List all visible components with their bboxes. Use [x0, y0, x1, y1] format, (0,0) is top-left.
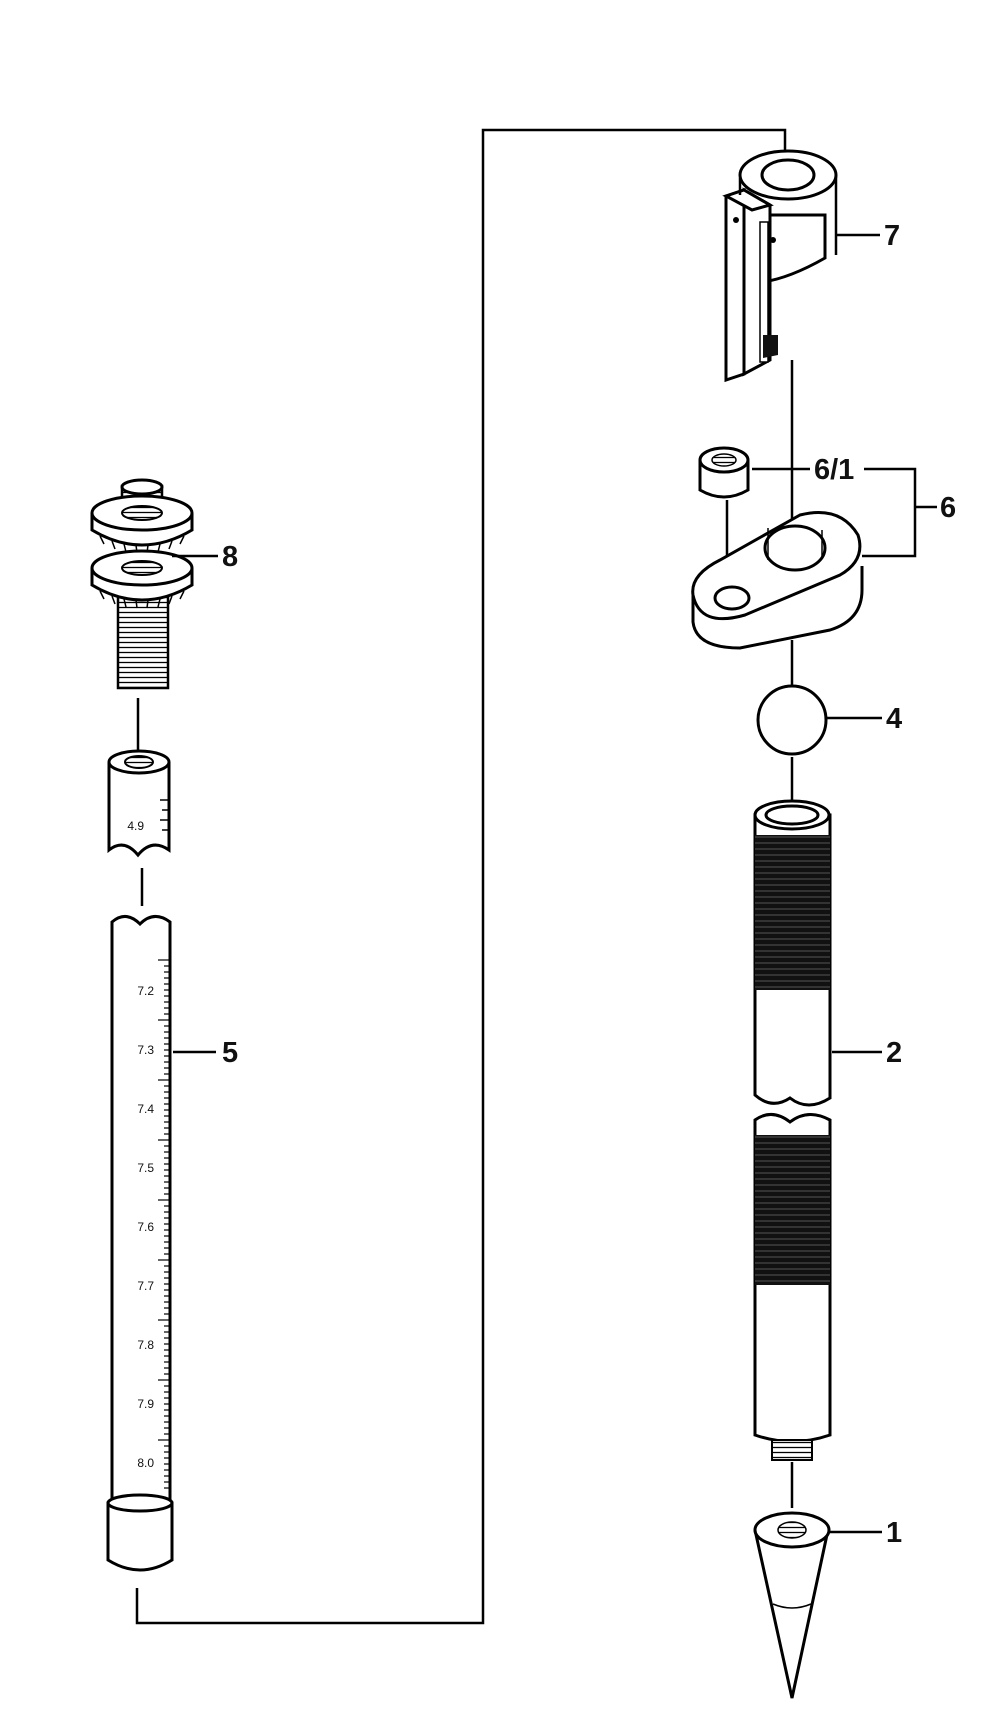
part-4-ball	[756, 684, 828, 756]
part-8-threaded-stud-with-nuts	[90, 478, 194, 690]
scale-value-7.4: 7.4	[137, 1102, 154, 1116]
callout-bracket-6	[862, 467, 917, 558]
part-2-rod	[753, 799, 832, 1461]
callout-4: 4	[886, 703, 902, 735]
scale-value-8.0: 8.0	[137, 1456, 154, 1470]
long-tube-scale: 7.2 7.3 7.4 7.5 7.6 7.7 7.8 7.9 8.0	[137, 984, 154, 1470]
scale-value-7.3: 7.3	[137, 1043, 154, 1057]
scale-value-7.9: 7.9	[137, 1397, 154, 1411]
callout-7: 7	[884, 220, 900, 252]
callout-8: 8	[222, 541, 238, 573]
callout-5: 5	[222, 1037, 238, 1069]
callout-6-1: 6/1	[814, 454, 854, 486]
callout-6: 6	[940, 492, 956, 524]
callout-1: 1	[886, 1517, 902, 1549]
scale-value-4.9: 4.9	[127, 819, 144, 833]
assembly-connector-line	[135, 128, 787, 1625]
part-6-base-plate	[691, 511, 864, 650]
scale-value-7.2: 7.2	[137, 984, 154, 998]
part-1-spike-tip	[753, 1511, 831, 1699]
scale-value-7.7: 7.7	[137, 1279, 154, 1293]
scale-value-7.6: 7.6	[137, 1220, 154, 1234]
short-scale-tube	[107, 749, 171, 858]
part-7-clamp-bracket	[722, 149, 838, 383]
part-5-long-scale-tube	[106, 915, 174, 1572]
callout-2: 2	[886, 1037, 902, 1069]
part-6-1-bushing	[698, 446, 750, 499]
scale-value-7.8: 7.8	[137, 1338, 154, 1352]
scale-value-7.5: 7.5	[137, 1161, 154, 1175]
